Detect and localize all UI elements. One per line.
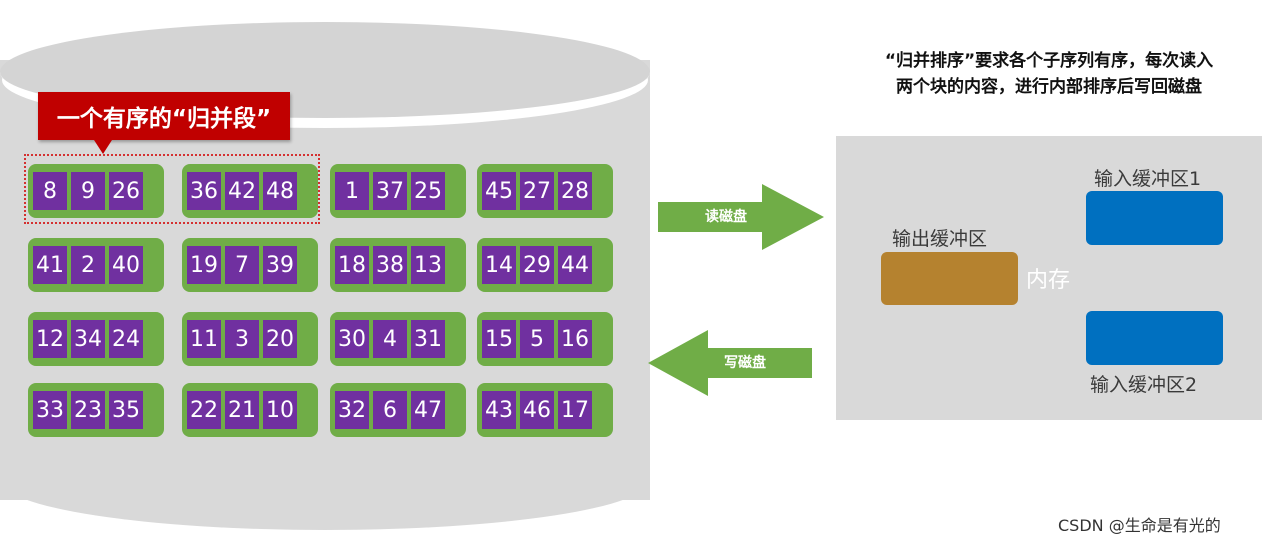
run-cell: 18 xyxy=(335,246,369,284)
run-cell: 14 xyxy=(482,246,516,284)
run-cell: 2 xyxy=(71,246,105,284)
output-buffer xyxy=(881,252,1018,305)
run-cell: 19 xyxy=(187,246,221,284)
run-cell: 10 xyxy=(263,391,297,429)
memory-label: 内存 xyxy=(1026,268,1071,293)
run-cell: 17 xyxy=(558,391,592,429)
highlighted-run-box xyxy=(24,154,320,224)
input-buffer-2 xyxy=(1086,311,1223,365)
run-cell: 45 xyxy=(482,172,516,210)
run-cell: 3 xyxy=(225,320,259,358)
input-buffer-1-title: 输入缓冲区1 xyxy=(1094,168,1202,190)
run-cell: 8 xyxy=(33,172,67,210)
read-disk-arrow xyxy=(658,184,824,250)
run-cell: 41 xyxy=(33,246,67,284)
run-cell: 30 xyxy=(335,320,369,358)
run-cell: 13 xyxy=(411,246,445,284)
run-cell: 48 xyxy=(263,172,297,210)
run-cell: 27 xyxy=(520,172,554,210)
run-cell: 21 xyxy=(225,391,259,429)
run-cell: 40 xyxy=(109,246,143,284)
input-buffer-2-title: 输入缓冲区2 xyxy=(1090,374,1198,396)
run-cell: 6 xyxy=(373,391,407,429)
run-cell: 43 xyxy=(482,391,516,429)
run-cell: 7 xyxy=(225,246,259,284)
run-cell: 38 xyxy=(373,246,407,284)
run-cell: 16 xyxy=(558,320,592,358)
run-cell: 37 xyxy=(373,172,407,210)
run-cell: 1 xyxy=(335,172,369,210)
description-line-2: 两个块的内容，进行内部排序后写回磁盘 xyxy=(896,77,1202,97)
run-cell: 35 xyxy=(109,391,143,429)
write-disk-label: 写磁盘 xyxy=(724,355,766,371)
run-cell: 44 xyxy=(558,246,592,284)
input-buffer-1 xyxy=(1086,191,1223,245)
run-cell: 28 xyxy=(558,172,592,210)
run-cell: 39 xyxy=(263,246,297,284)
description-line-1: “归并排序”要求各个子序列有序，每次读入 xyxy=(884,51,1214,71)
run-cell: 25 xyxy=(411,172,445,210)
run-cell: 26 xyxy=(109,172,143,210)
run-cell: 4 xyxy=(373,320,407,358)
run-cell: 34 xyxy=(71,320,105,358)
run-cell: 32 xyxy=(335,391,369,429)
run-cell: 5 xyxy=(520,320,554,358)
write-disk-arrow xyxy=(648,330,812,396)
run-cell: 46 xyxy=(520,391,554,429)
run-cell: 36 xyxy=(187,172,221,210)
run-cell: 12 xyxy=(33,320,67,358)
run-cell: 31 xyxy=(411,320,445,358)
run-cell: 29 xyxy=(520,246,554,284)
run-cell: 42 xyxy=(225,172,259,210)
read-disk-label: 读磁盘 xyxy=(705,209,747,225)
source-credit: CSDN @生命是有光的 xyxy=(1058,516,1221,535)
run-cell: 11 xyxy=(187,320,221,358)
run-cell: 24 xyxy=(109,320,143,358)
merge-run-callout: 一个有序的“归并段” xyxy=(38,92,290,140)
run-cell: 9 xyxy=(71,172,105,210)
run-cell: 47 xyxy=(411,391,445,429)
run-cell: 15 xyxy=(482,320,516,358)
run-cell: 20 xyxy=(263,320,297,358)
run-cell: 22 xyxy=(187,391,221,429)
merge-description: “归并排序”要求各个子序列有序，每次读入 两个块的内容，进行内部排序后写回磁盘 xyxy=(836,48,1262,100)
callout-pointer xyxy=(94,140,112,154)
run-cell: 23 xyxy=(71,391,105,429)
run-cell: 33 xyxy=(33,391,67,429)
output-buffer-title: 输出缓冲区 xyxy=(892,228,988,250)
